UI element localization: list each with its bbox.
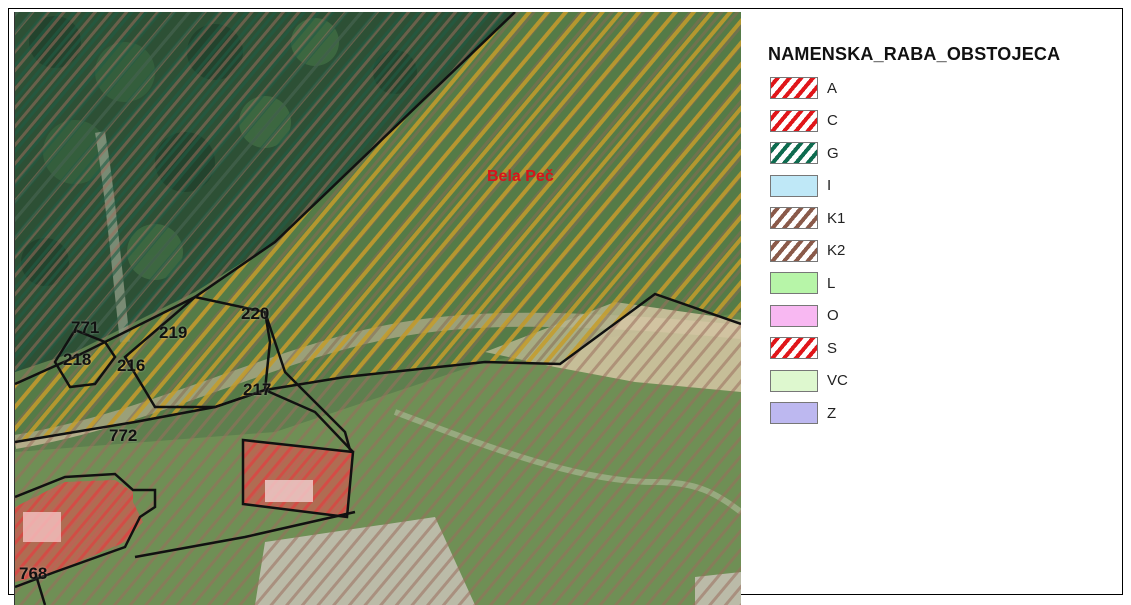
legend-item-c: C	[770, 109, 848, 133]
legend-swatch	[770, 272, 818, 294]
parcel-label-220: 220	[241, 304, 270, 323]
legend-item-s: S	[770, 336, 848, 360]
legend-label: I	[827, 177, 832, 194]
parcel-boundaries	[15, 12, 741, 605]
zone-bela-pec	[15, 12, 741, 442]
legend-label: C	[827, 112, 838, 129]
legend-label: Z	[827, 404, 837, 422]
legend-swatch	[770, 402, 818, 424]
legend-item-a: A	[770, 76, 848, 100]
parcel-red-left-hatch	[15, 480, 143, 582]
legend-item-l: L	[770, 271, 848, 295]
legend-item-k2: K2	[770, 239, 848, 263]
parcel-label-768: 768	[19, 564, 48, 583]
legend-swatch	[770, 337, 818, 359]
legend-label: G	[827, 144, 839, 162]
hatch-g	[15, 12, 515, 372]
legend-swatch	[770, 304, 818, 327]
legend-title: NAMENSKA_RABA_OBSTOJECA	[768, 44, 1061, 64]
parcel-label-772: 772	[109, 426, 138, 445]
legend-label: L	[827, 274, 836, 292]
legend-label: A	[827, 79, 838, 97]
legend-label: S	[827, 339, 838, 357]
parcel-label-216: 216	[117, 356, 146, 375]
legend-swatch	[770, 369, 818, 392]
legend-item-o: O	[770, 304, 848, 328]
parcel-label-217: 217	[243, 380, 272, 399]
legend-swatch	[770, 207, 818, 229]
legend-swatch	[770, 142, 818, 164]
building-roof	[265, 480, 313, 502]
place-name-label: Bela Peč	[487, 168, 554, 185]
parcel-label-771: 771	[71, 318, 100, 337]
parcel-label-219: 219	[159, 323, 188, 342]
legend-swatch	[770, 77, 818, 99]
legend-item-k1: K1	[770, 206, 848, 230]
legend-label: O	[827, 307, 839, 324]
legend-item-vc: VC	[770, 369, 848, 393]
legend-label: K1	[827, 209, 846, 227]
legend-label: VC	[827, 372, 848, 389]
legend: NAMENSKA_RABA_OBSTOJECA A C G I K1 K2 L …	[752, 14, 1122, 434]
legend-item-g: G	[770, 141, 848, 165]
zone-bela-pec-tint	[15, 12, 741, 442]
legend-swatch	[770, 109, 818, 132]
legend-item-z: Z	[770, 401, 848, 425]
map-svg	[15, 12, 741, 605]
map-canvas[interactable]: Bela Peč 771 219 220 218 216 217 772 768	[14, 12, 741, 605]
parcel-label-218: 218	[63, 350, 92, 369]
legend-items: A C G I K1 K2 L O S VC Z	[770, 76, 848, 434]
legend-item-i: I	[770, 174, 848, 198]
legend-swatch	[770, 174, 818, 197]
building-roof-left	[23, 512, 61, 542]
legend-label: K2	[827, 242, 846, 259]
legend-swatch	[770, 239, 818, 262]
